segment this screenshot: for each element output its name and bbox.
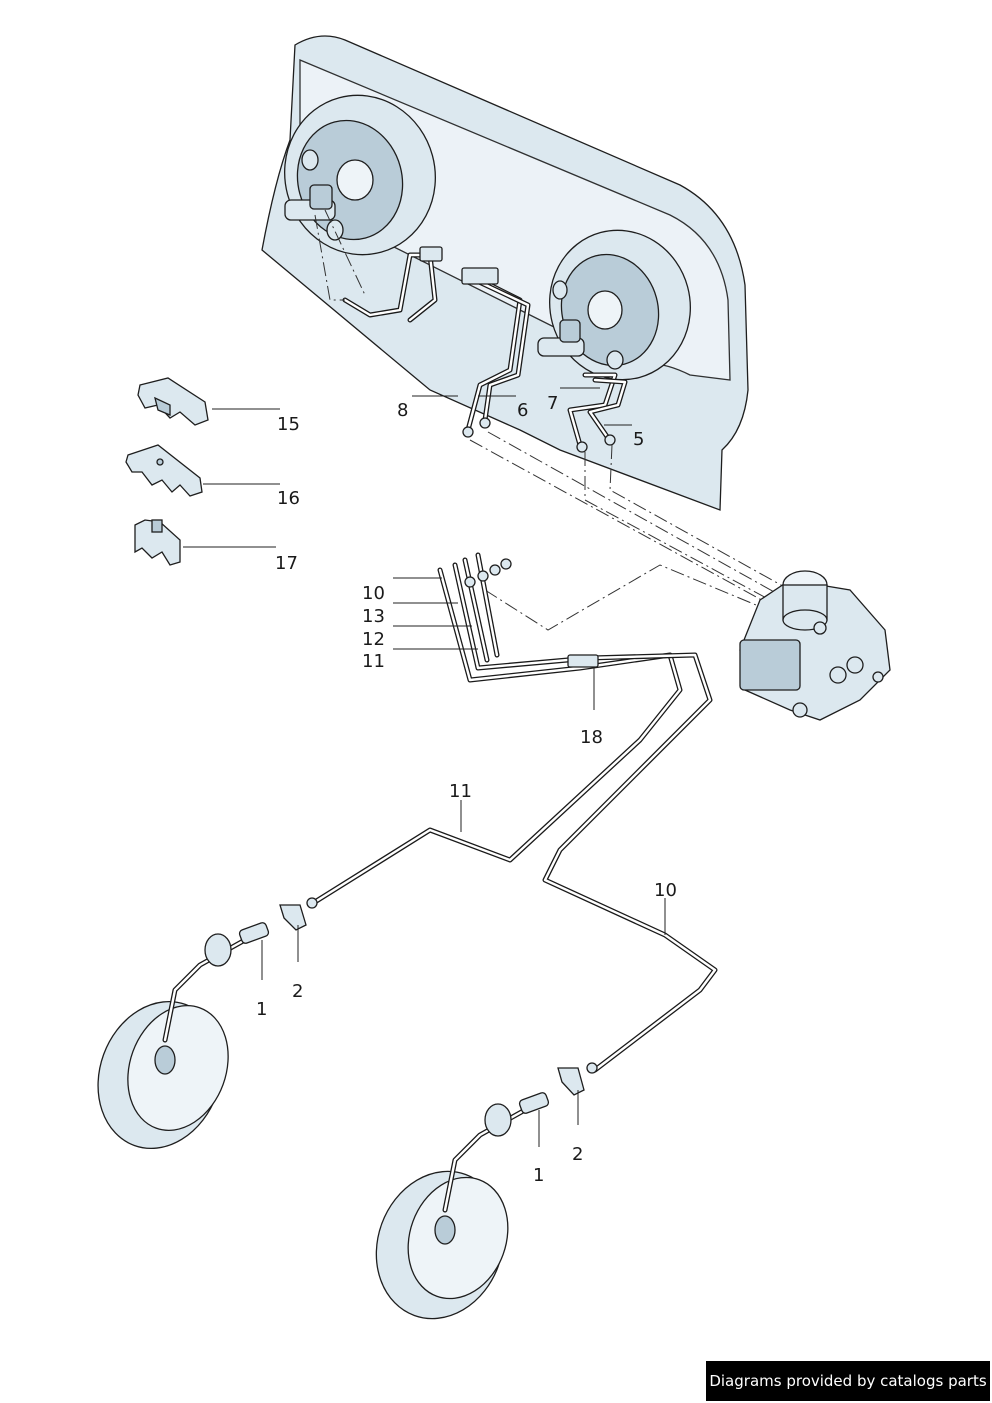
abs-hydraulic-unit xyxy=(739,570,891,721)
callout-12: 12 xyxy=(362,629,385,650)
clip-18 xyxy=(567,654,599,668)
callout-6: 6 xyxy=(517,400,528,421)
callout-5: 5 xyxy=(633,429,644,450)
brake-line-7 xyxy=(567,372,618,453)
callout-8: 8 xyxy=(397,400,408,421)
callout-1-right: 1 xyxy=(533,1165,544,1186)
callout-11-top: 11 xyxy=(362,651,385,672)
callout-10-mid: 10 xyxy=(654,880,677,901)
brake-line-5 xyxy=(587,377,628,446)
clip-17 xyxy=(134,519,181,566)
callout-10-top: 10 xyxy=(362,583,385,604)
callout-labels: 15 16 17 8 6 7 5 10 13 12 11 18 11 10 1 … xyxy=(256,393,677,1186)
wheel-assembly-left xyxy=(97,897,318,1150)
callout-1-left: 1 xyxy=(256,999,267,1020)
watermark-text: Diagrams provided by catalogs parts xyxy=(709,1372,987,1390)
callout-18: 18 xyxy=(580,727,603,748)
brake-booster-right xyxy=(537,229,691,381)
watermark-banner: Diagrams provided by catalogs parts xyxy=(706,1361,990,1401)
callout-7: 7 xyxy=(547,393,558,414)
clip-15 xyxy=(137,377,209,426)
callout-15: 15 xyxy=(277,414,300,435)
connection-dashed-lines xyxy=(314,209,791,631)
leader-lines xyxy=(183,387,666,1147)
clip-16 xyxy=(125,444,203,497)
callout-11-mid: 11 xyxy=(449,781,472,802)
callout-16: 16 xyxy=(277,488,300,509)
brake-line-8 xyxy=(342,246,443,323)
brake-line-6 xyxy=(461,267,531,438)
callout-2-right: 2 xyxy=(572,1144,583,1165)
wheel-assembly-right xyxy=(375,1062,598,1320)
brake-booster-left xyxy=(284,94,436,256)
callout-2-left: 2 xyxy=(292,981,303,1002)
brake-line-bundle xyxy=(307,552,718,1073)
callout-13: 13 xyxy=(362,606,385,627)
callout-17: 17 xyxy=(275,553,298,574)
